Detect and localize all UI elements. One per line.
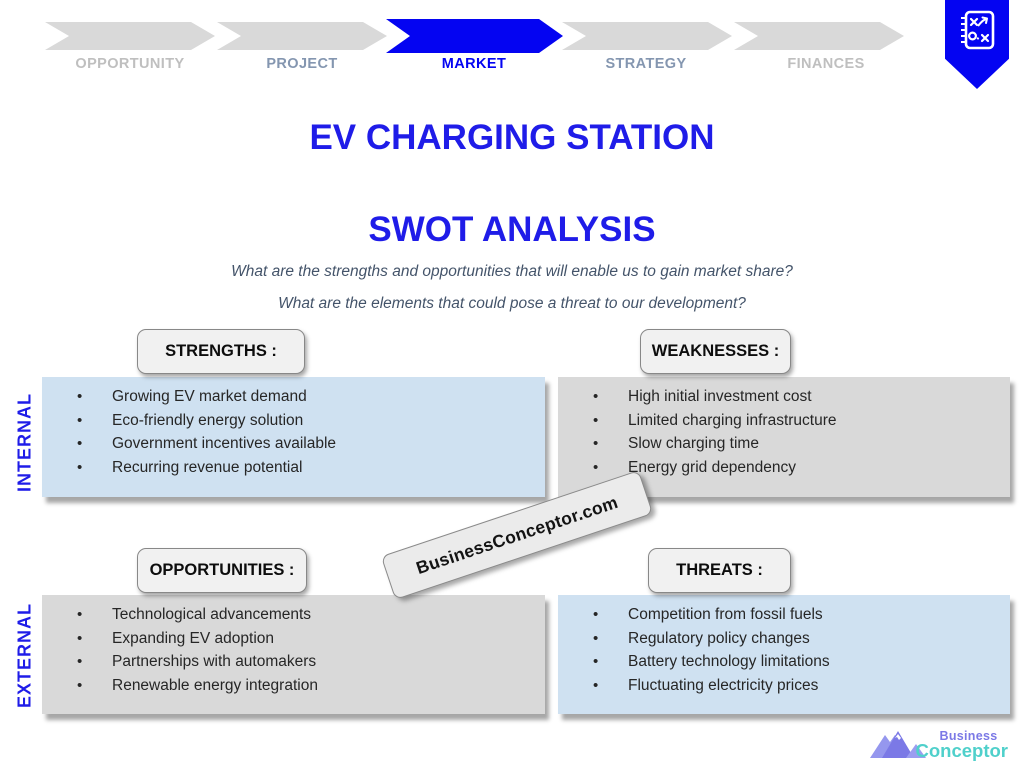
weaknesses-list: High initial investment cost Limited cha…	[591, 388, 1000, 477]
list-item: High initial investment cost	[591, 388, 1000, 406]
list-item: Competition from fossil fuels	[591, 606, 1000, 624]
stepper-chevron-market	[386, 19, 563, 53]
list-item: Fluctuating electricity prices	[591, 677, 1000, 695]
list-item: Technological advancements	[75, 606, 535, 624]
stepper-chevron-strategy	[562, 22, 732, 50]
list-item: Energy grid dependency	[591, 459, 1000, 477]
opportunities-list: Technological advancements Expanding EV …	[75, 606, 535, 695]
step-label-finances: FINANCES	[787, 56, 865, 72]
stepper-chevron-project	[217, 22, 387, 50]
pennant-badge	[945, 0, 1009, 89]
list-item: Expanding EV adoption	[75, 630, 535, 648]
footer-logo-line2: Conceptor	[915, 739, 1009, 761]
list-item: Slow charging time	[591, 435, 1000, 453]
internal-row-label: INTERNAL	[14, 393, 35, 492]
footer-logo-words: Business Conceptor	[916, 730, 1009, 764]
list-item: Regulatory policy changes	[591, 630, 1000, 648]
threats-list: Competition from fossil fuels Regulatory…	[591, 606, 1000, 695]
strategy-board-icon	[957, 0, 997, 89]
strengths-list: Growing EV market demand Eco-friendly en…	[75, 388, 535, 477]
list-item: Recurring revenue potential	[75, 459, 535, 477]
strengths-header: STRENGTHS :	[137, 329, 305, 374]
list-item: Battery technology limitations	[591, 653, 1000, 671]
mountains-icon	[868, 727, 932, 764]
opportunities-header: OPPORTUNITIES :	[137, 548, 307, 593]
step-label-opportunity: OPPORTUNITY	[75, 56, 185, 72]
external-row-label: EXTERNAL	[14, 603, 35, 709]
list-item: Government incentives available	[75, 435, 535, 453]
list-item: Renewable energy integration	[75, 677, 535, 695]
list-item: Partnerships with automakers	[75, 653, 535, 671]
threats-header: THREATS :	[648, 548, 791, 593]
step-label-market: MARKET	[441, 56, 507, 72]
step-label-project: PROJECT	[266, 56, 338, 72]
threats-box: Competition from fossil fuels Regulatory…	[558, 595, 1010, 714]
opportunities-box: Technological advancements Expanding EV …	[42, 595, 545, 714]
list-item: Eco-friendly energy solution	[75, 412, 535, 430]
step-label-strategy: STRATEGY	[605, 56, 687, 72]
weaknesses-header: WEAKNESSES :	[640, 329, 791, 374]
footer-logo-line1: Business	[939, 729, 998, 743]
question-line-1: What are the strengths and opportunities…	[231, 263, 793, 280]
question-line-2: What are the elements that could pose a …	[278, 295, 746, 312]
weaknesses-box: High initial investment cost Limited cha…	[558, 377, 1010, 497]
list-item: Limited charging infrastructure	[591, 412, 1000, 430]
strengths-box: Growing EV market demand Eco-friendly en…	[42, 377, 545, 497]
stepper-chevron-opportunity	[45, 22, 215, 50]
stepper-chevron-finances	[734, 22, 904, 50]
footer-logo: Business Conceptor	[868, 727, 1009, 764]
page-title: EV CHARGING STATION	[309, 118, 715, 157]
section-title: SWOT ANALYSIS	[368, 210, 656, 249]
list-item: Growing EV market demand	[75, 388, 535, 406]
